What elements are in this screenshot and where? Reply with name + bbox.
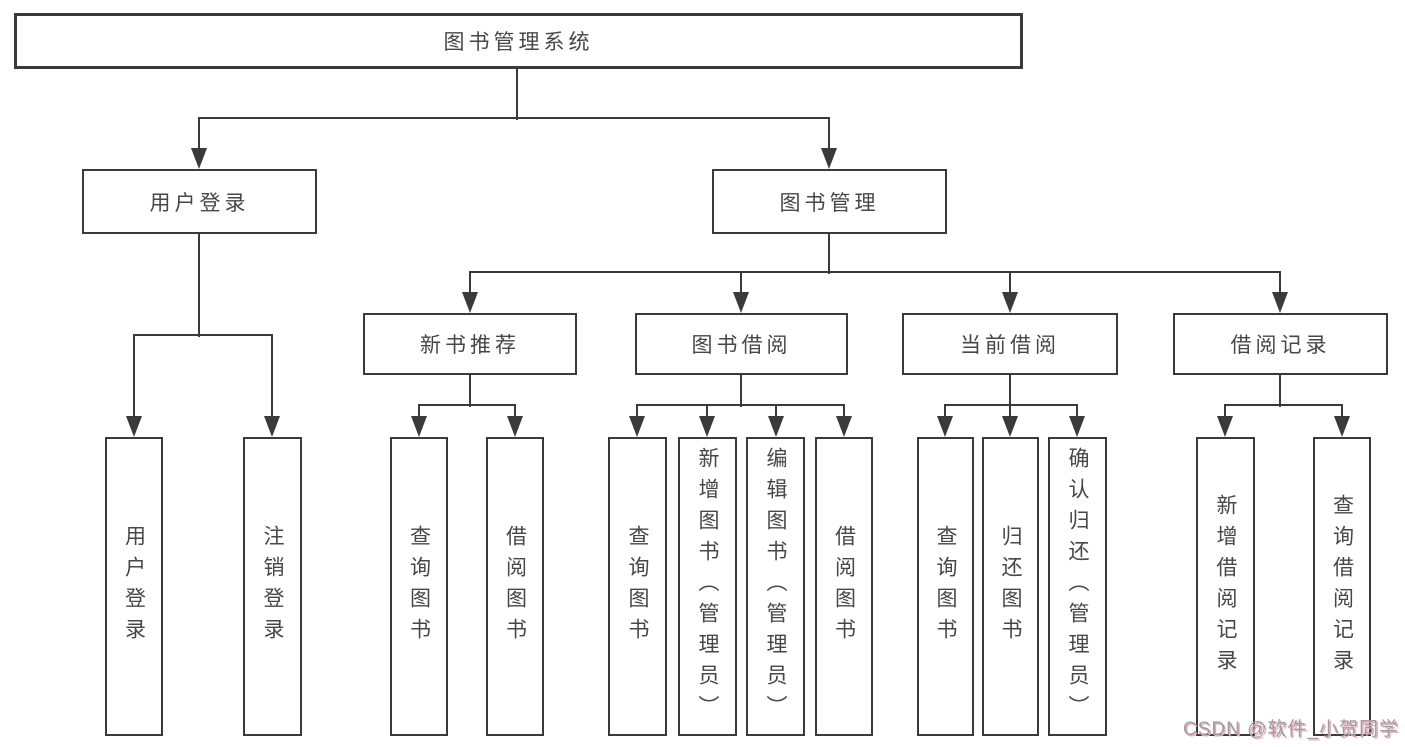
connector-line: [469, 375, 471, 407]
leaf-return-book: 归还图书: [982, 437, 1039, 736]
connector-line: [469, 272, 471, 296]
connector-line: [843, 405, 845, 420]
connector-line: [271, 335, 273, 420]
node-user-login: 用户登录: [82, 169, 317, 234]
connector-arrowhead: [1069, 416, 1085, 437]
leaf-query-books-borrow: 查询图书: [608, 437, 667, 736]
connector-line: [514, 405, 516, 420]
leaf-query-books-current: 查询图书: [917, 437, 974, 736]
leaf-user-login: 用户登录: [105, 437, 163, 736]
node-borrowing-records: 借阅记录: [1173, 313, 1388, 375]
connector-line: [636, 405, 638, 420]
connector-arrowhead: [1334, 416, 1350, 437]
leaf-add-borrow-record: 新增借阅记录: [1196, 437, 1255, 736]
node-book-management: 图书管理: [712, 169, 947, 234]
csdn-watermark: CSDN @软件_小贺同学: [1183, 719, 1399, 740]
connector-arrowhead: [126, 416, 142, 437]
connector-arrowhead: [507, 416, 523, 437]
connector-line: [418, 404, 516, 406]
connector-line: [1224, 405, 1226, 420]
leaf-add-book-admin: 新增图书（管理员）: [678, 437, 737, 736]
connector-arrowhead: [1002, 416, 1018, 437]
connector-arrowhead: [191, 148, 207, 169]
connector-line: [828, 234, 830, 274]
connector-line: [1009, 272, 1011, 296]
connector-line: [198, 234, 200, 337]
leaf-borrow-books: 借阅图书: [815, 437, 873, 736]
connector-arrowhead: [836, 416, 852, 437]
connector-line: [1009, 405, 1011, 420]
connector-line: [740, 272, 742, 296]
connector-arrowhead: [937, 416, 953, 437]
connector-line: [706, 405, 708, 420]
connector-line: [1279, 375, 1281, 407]
connector-line: [1009, 375, 1011, 407]
connector-arrowhead: [821, 148, 837, 169]
leaf-query-books-recommend: 查询图书: [390, 437, 448, 736]
connector-line: [469, 271, 1281, 273]
connector-line: [516, 69, 518, 120]
connector-line: [198, 117, 830, 119]
connector-line: [133, 335, 135, 420]
connector-line: [828, 118, 830, 152]
connector-arrowhead: [629, 416, 645, 437]
node-library-management-system: 图书管理系统: [14, 13, 1023, 69]
connector-line: [740, 375, 742, 407]
connector-line: [636, 404, 845, 406]
connector-line: [133, 334, 273, 336]
connector-line: [1279, 272, 1281, 296]
leaf-edit-book-admin: 编辑图书（管理员）: [746, 437, 805, 736]
connector-arrowhead: [1272, 292, 1288, 313]
connector-arrowhead: [462, 292, 478, 313]
connector-line: [198, 118, 200, 152]
leaf-logout: 注销登录: [243, 437, 302, 736]
connector-arrowhead: [733, 292, 749, 313]
connector-line: [1076, 405, 1078, 420]
connector-arrowhead: [1217, 416, 1233, 437]
connector-line: [944, 405, 946, 420]
node-book-borrowing: 图书借阅: [635, 313, 848, 375]
connector-line: [1341, 405, 1343, 420]
connector-arrowhead: [768, 416, 784, 437]
node-current-borrowing: 当前借阅: [902, 313, 1118, 375]
connector-line: [418, 405, 420, 420]
node-new-book-recommendation: 新书推荐: [363, 313, 577, 375]
connector-line: [944, 404, 1078, 406]
connector-line: [1224, 404, 1343, 406]
leaf-confirm-return-admin: 确认归还（管理员）: [1048, 437, 1107, 736]
connector-arrowhead: [1002, 292, 1018, 313]
connector-line: [775, 405, 777, 420]
connector-arrowhead: [699, 416, 715, 437]
leaf-query-borrow-record: 查询借阅记录: [1313, 437, 1371, 736]
leaf-borrow-books-recommend: 借阅图书: [486, 437, 544, 736]
connector-arrowhead: [411, 416, 427, 437]
connector-arrowhead: [264, 416, 280, 437]
